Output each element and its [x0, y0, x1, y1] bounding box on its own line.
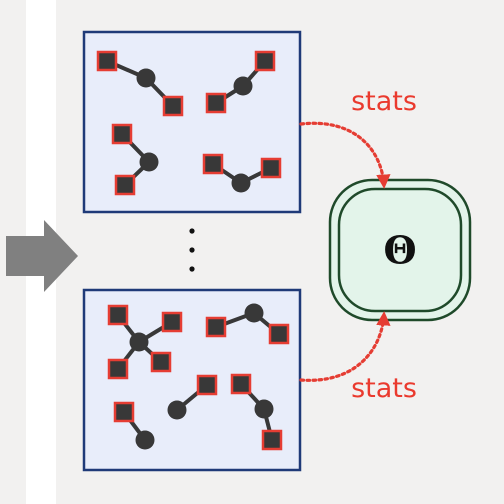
graph-motif — [107, 304, 183, 380]
graph-node-square — [260, 157, 282, 179]
graph-node-square — [196, 374, 218, 396]
graph-node-square — [202, 153, 224, 175]
graph-motif — [96, 50, 184, 117]
theta-node: Θ — [328, 178, 472, 322]
graph-node-square — [114, 174, 136, 196]
graph-node — [254, 399, 274, 419]
stats-label-bottom: stats — [351, 373, 417, 404]
graph-node-square — [107, 304, 129, 326]
graph-motif — [111, 123, 159, 196]
graph-node — [135, 430, 155, 450]
graph-node-square — [205, 316, 227, 338]
graph-node-square — [113, 401, 135, 423]
graph-node — [167, 400, 187, 420]
graph-node — [244, 303, 264, 323]
graph-motif — [113, 401, 155, 450]
graph-node-square — [96, 50, 118, 72]
ellipsis-dots — [189, 228, 195, 272]
input-arrow — [6, 220, 78, 292]
graph-node-square — [107, 358, 129, 380]
graph-motif — [230, 373, 283, 451]
graph-node-square — [268, 323, 290, 345]
graph-node — [233, 76, 253, 96]
stats-label-top: stats — [351, 86, 417, 117]
graph-motif — [167, 374, 218, 420]
stats-arrow-top — [299, 121, 391, 189]
graph-motif — [205, 303, 290, 345]
stats-arrow-bottom — [299, 311, 391, 382]
graph-node — [136, 68, 156, 88]
graph-node-square — [161, 311, 183, 333]
graph-node-square — [162, 95, 184, 117]
graph-node-square — [205, 92, 227, 114]
graph-motif — [202, 153, 282, 193]
graph-node-square — [111, 123, 133, 145]
graph-node-square — [261, 429, 283, 451]
graph-node — [231, 173, 251, 193]
graph-node-square — [230, 373, 252, 395]
theta-label: Θ — [383, 228, 416, 273]
graph-motif — [205, 50, 276, 114]
graph-node — [129, 332, 149, 352]
graph-node-square — [150, 351, 172, 373]
graph-node-square — [254, 50, 276, 72]
graph-box-top — [82, 30, 302, 214]
graph-box-bottom — [82, 288, 302, 472]
graph-node — [139, 152, 159, 172]
